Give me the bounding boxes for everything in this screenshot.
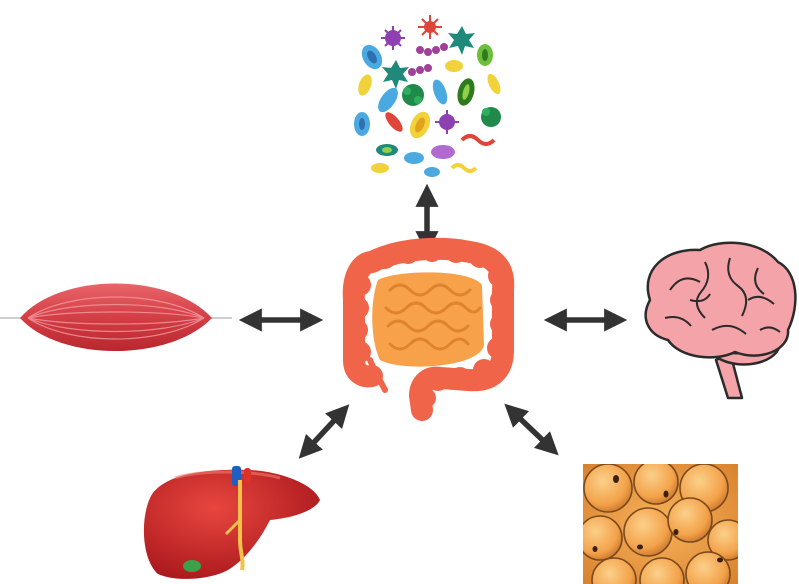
virus-teal	[448, 26, 475, 55]
connection-arrows	[238, 183, 628, 459]
liver-icon	[143, 466, 320, 579]
arrow-intestine-adipose	[504, 403, 559, 456]
intestine-icon	[342, 237, 515, 421]
fat-cells-icon	[583, 464, 738, 584]
virus-teal-2	[382, 60, 409, 89]
virus-red	[418, 15, 442, 39]
virus-purple-2	[435, 110, 459, 134]
arrow-intestine-liver	[298, 404, 350, 459]
muscle-icon	[0, 283, 232, 351]
brain-icon	[644, 241, 797, 400]
virus-purple	[381, 26, 405, 50]
microbes-icon	[354, 15, 501, 177]
